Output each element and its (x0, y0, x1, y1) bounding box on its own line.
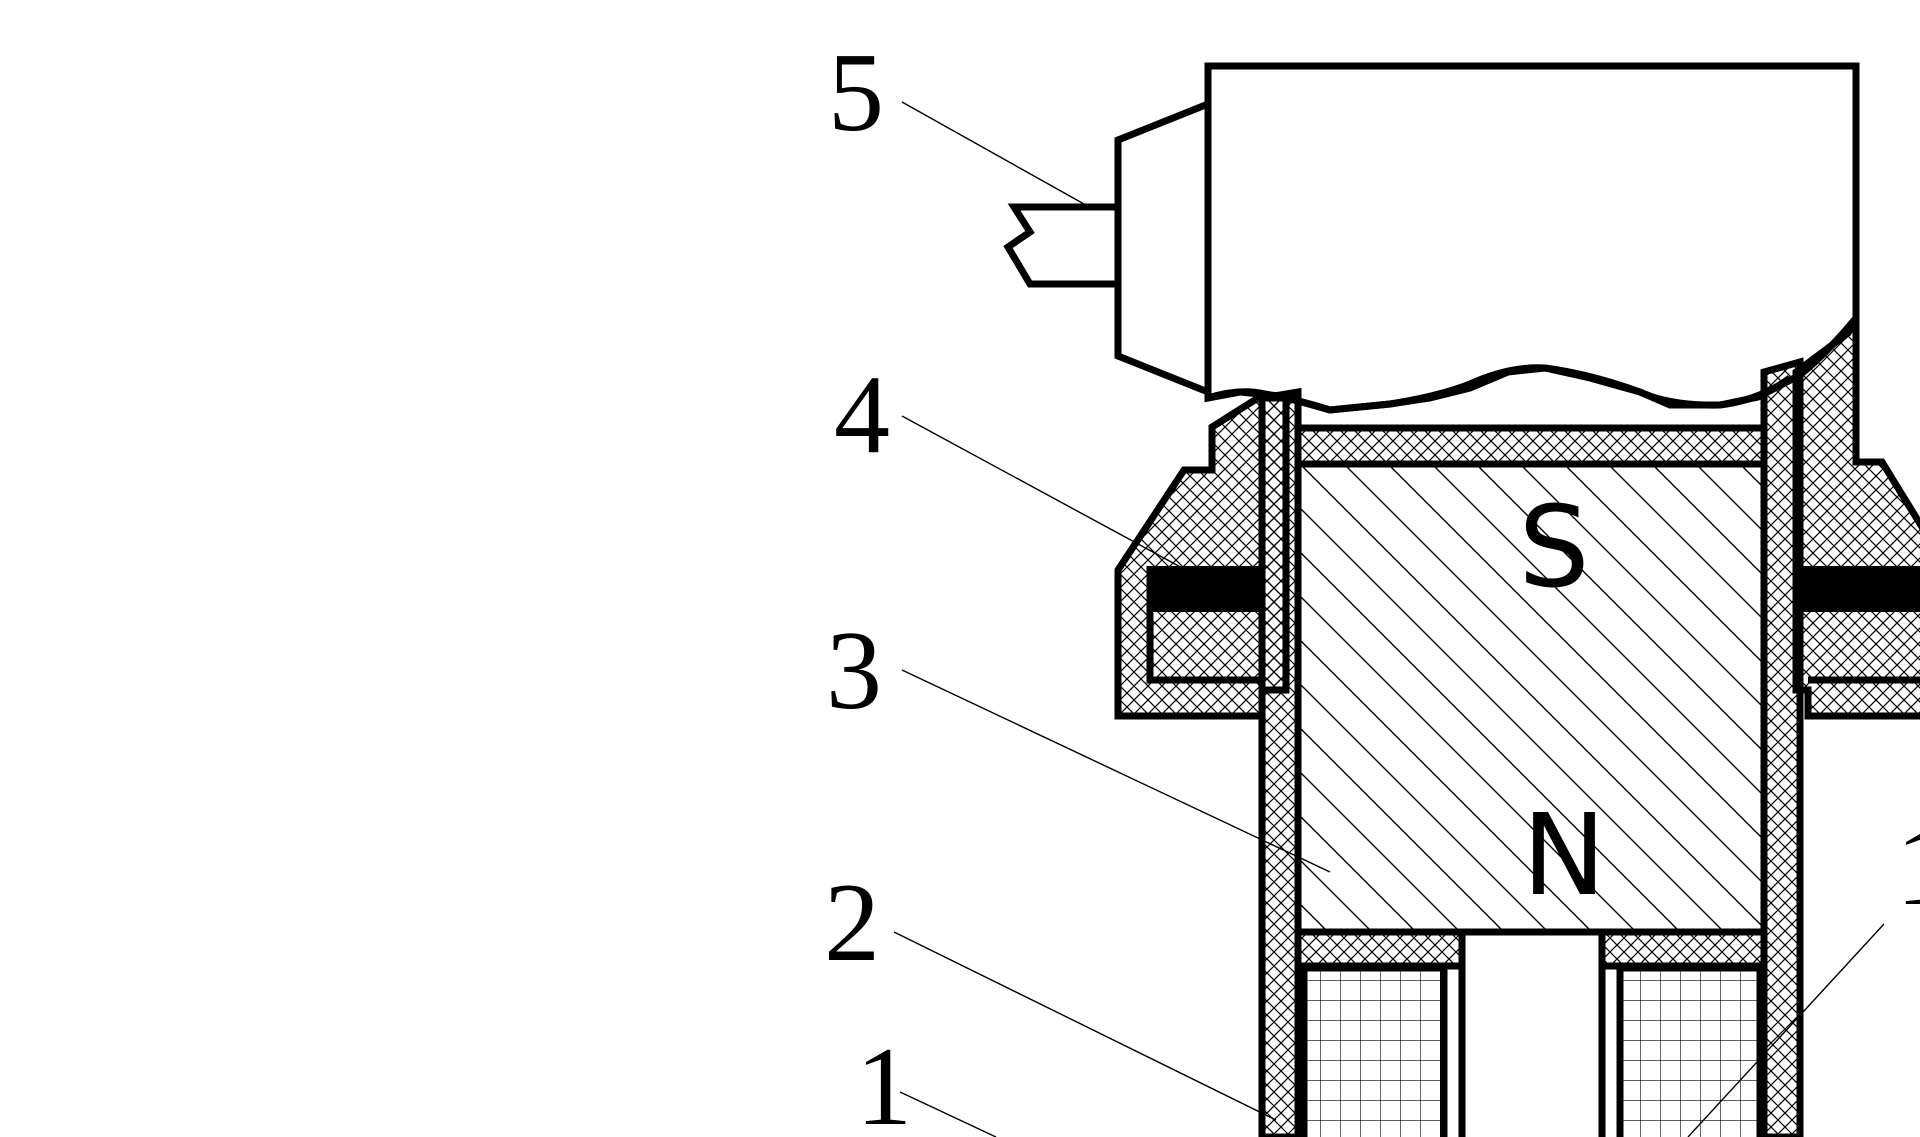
pole-label-s: S (1518, 483, 1589, 613)
part-label-5: 5 (828, 31, 884, 155)
gasket-right (1800, 566, 1920, 612)
coil-assembly (1294, 928, 1768, 1137)
connector-plug (1003, 98, 1212, 398)
pole-label-n: N (1522, 791, 1606, 921)
part-label-1: 1 (856, 1025, 912, 1137)
coil-left (1300, 964, 1448, 1137)
connector-body (1204, 62, 1860, 414)
housing-tube (1258, 357, 1804, 1137)
part-label-3: 3 (826, 609, 882, 733)
gasket-left (1150, 566, 1264, 612)
leader-lines (893, 101, 1885, 1137)
coil-right (1616, 964, 1764, 1137)
part-label-1-right: 1 (1896, 805, 1920, 929)
part-label-2: 2 (824, 861, 880, 985)
housing-cap (1114, 316, 1920, 720)
part-labels: 5 4 3 2 1 1 (824, 31, 1920, 1137)
part-label-4: 4 (834, 353, 890, 477)
magnet: S N (1294, 424, 1768, 936)
